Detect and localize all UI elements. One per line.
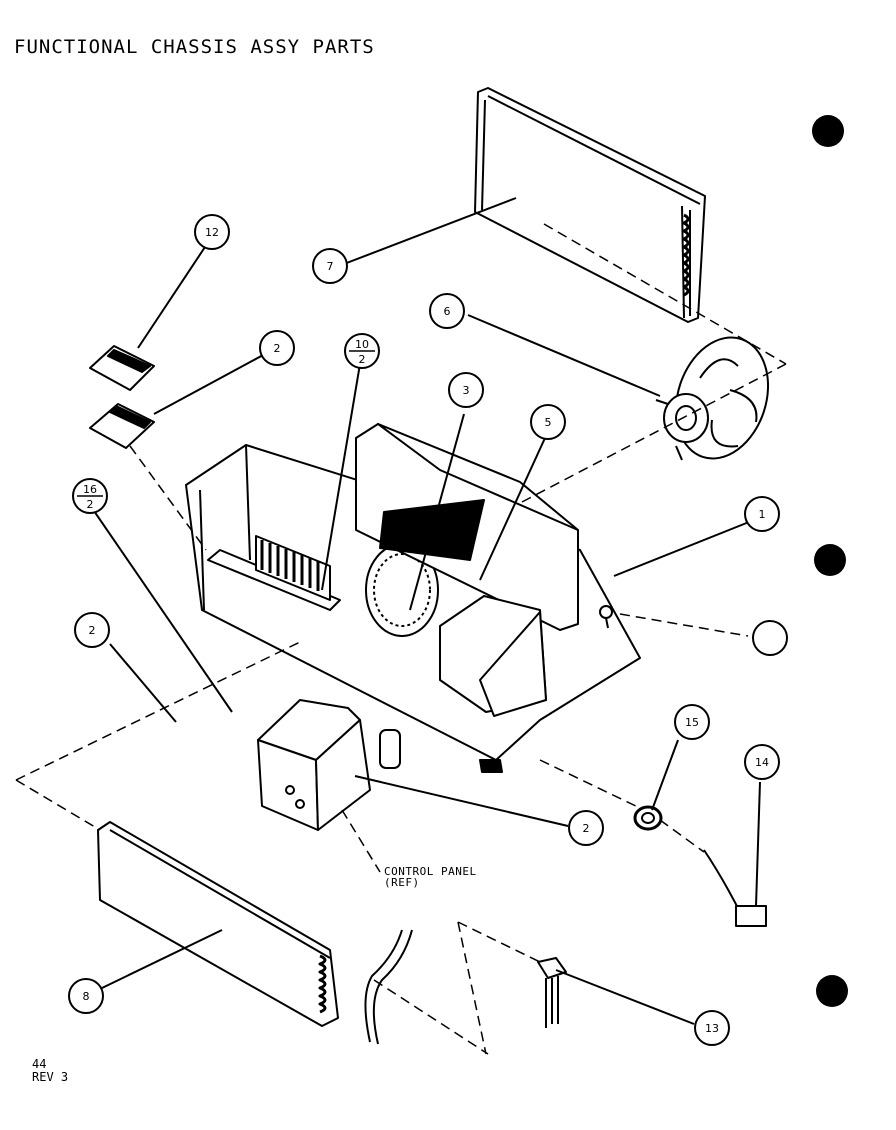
control-cover-plate [89,345,155,449]
callout-quantity: 2 [87,498,94,511]
callout-c10: 102 [344,333,380,369]
control-panel-ref-label: CONTROL PANEL (REF) [384,866,477,888]
binder-hole-top [812,115,844,147]
control-panel-label-line1: CONTROL PANEL [384,865,477,878]
callout-c2c: 2 [568,810,604,846]
binder-hole-bottom [816,975,848,1007]
condenser-fan [655,336,770,461]
callout-c4 [752,620,788,656]
callout-circle [312,248,348,284]
callout-circle [259,330,295,366]
power-cord [703,849,767,927]
control-panel-bracket [257,699,401,831]
callout-c8: 8 [68,978,104,1014]
callout-number: 12 [205,226,219,239]
callout-number: 15 [685,716,699,729]
callout-c6: 6 [429,293,465,329]
callout-number: 8 [83,990,90,1003]
callout-number: 13 [705,1022,719,1035]
callout-c16: 162 [72,478,108,514]
callout-circle [752,620,788,656]
callout-c3: 3 [448,372,484,408]
callout-c7: 7 [312,248,348,284]
callout-circle [568,810,604,846]
callout-circle [744,496,780,532]
callout-number: 5 [545,416,552,429]
callout-circle [694,1010,730,1046]
callout-circle [448,372,484,408]
page-number: 44 [32,1057,47,1071]
callout-circle [744,744,780,780]
callout-number: 2 [583,822,590,835]
callout-number: 16 [83,483,97,496]
relay-switch [537,957,567,1028]
callout-c1: 1 [744,496,780,532]
control-panel-label-line2: (REF) [384,876,420,889]
callout-number: 2 [274,342,281,355]
callout-circle [674,704,710,740]
callout-number: 1 [759,508,766,521]
callout-number: 3 [463,384,470,397]
callout-circle [74,612,110,648]
callout-c5: 5 [530,404,566,440]
callout-c2a: 2 [259,330,295,366]
callout-number: 14 [755,756,769,769]
binder-hole-middle [814,544,846,576]
evaporator-coil [97,821,339,1027]
callout-number: 10 [355,338,369,351]
condenser-coil [474,87,706,323]
callout-c14: 14 [744,744,780,780]
gasket-ring [633,805,663,831]
drain-tube [364,929,413,1045]
blower-housing [355,423,579,717]
callout-number: 7 [327,260,334,273]
callout-c12: 12 [194,214,230,250]
page-title: FUNCTIONAL CHASSIS ASSY PARTS [14,36,375,58]
callout-circle [194,214,230,250]
callout-circle [429,293,465,329]
callout-c2b: 2 [74,612,110,648]
callout-circle [530,404,566,440]
thermostat [599,605,613,629]
callout-quantity: 2 [89,624,96,637]
callout-number: 6 [444,305,451,318]
callout-quantity: 2 [359,353,366,366]
callout-c13: 13 [694,1010,730,1046]
revision-label: REV 3 [32,1070,69,1084]
callout-circle [68,978,104,1014]
page-footer: 44 REV 3 [32,1058,68,1084]
callout-c15: 15 [674,704,710,740]
